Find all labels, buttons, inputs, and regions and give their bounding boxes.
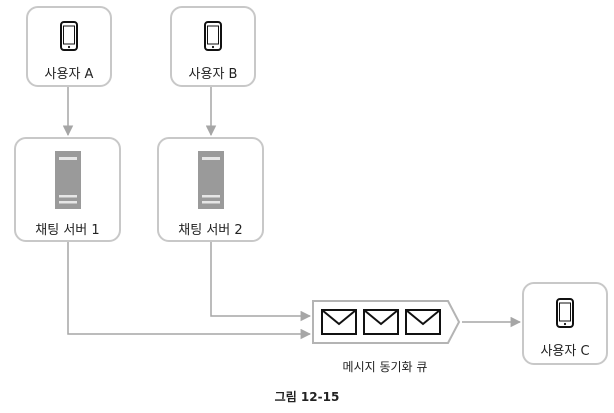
user-a-node: 사용자 A [26, 6, 112, 87]
server-icon [197, 151, 224, 209]
arrow-server-2-to-queue [210, 242, 312, 322]
queue-label: 메시지 동기화 큐 [342, 360, 428, 374]
message-sync-queue [312, 300, 461, 344]
user-c-node: 사용자 C [522, 282, 608, 365]
user-b-node: 사용자 B [170, 6, 256, 87]
phone-icon [60, 21, 78, 51]
chat-server-1-node: 채팅 서버 1 [14, 137, 121, 242]
arrow-server-1-to-queue [67, 242, 312, 340]
envelope-icon [405, 309, 441, 335]
chat-server-1-label: 채팅 서버 1 [35, 223, 100, 238]
envelope-icon [363, 309, 399, 335]
user-a-label: 사용자 A [44, 67, 94, 82]
chat-server-2-node: 채팅 서버 2 [157, 137, 264, 242]
user-b-label: 사용자 B [188, 67, 238, 82]
phone-icon [556, 298, 574, 328]
chat-server-2-label: 채팅 서버 2 [178, 223, 243, 238]
phone-icon [204, 21, 222, 51]
server-icon [54, 151, 81, 209]
user-c-label: 사용자 C [540, 344, 590, 359]
envelope-icon [321, 309, 357, 335]
figure-caption: 그림 12-15 [274, 390, 340, 404]
